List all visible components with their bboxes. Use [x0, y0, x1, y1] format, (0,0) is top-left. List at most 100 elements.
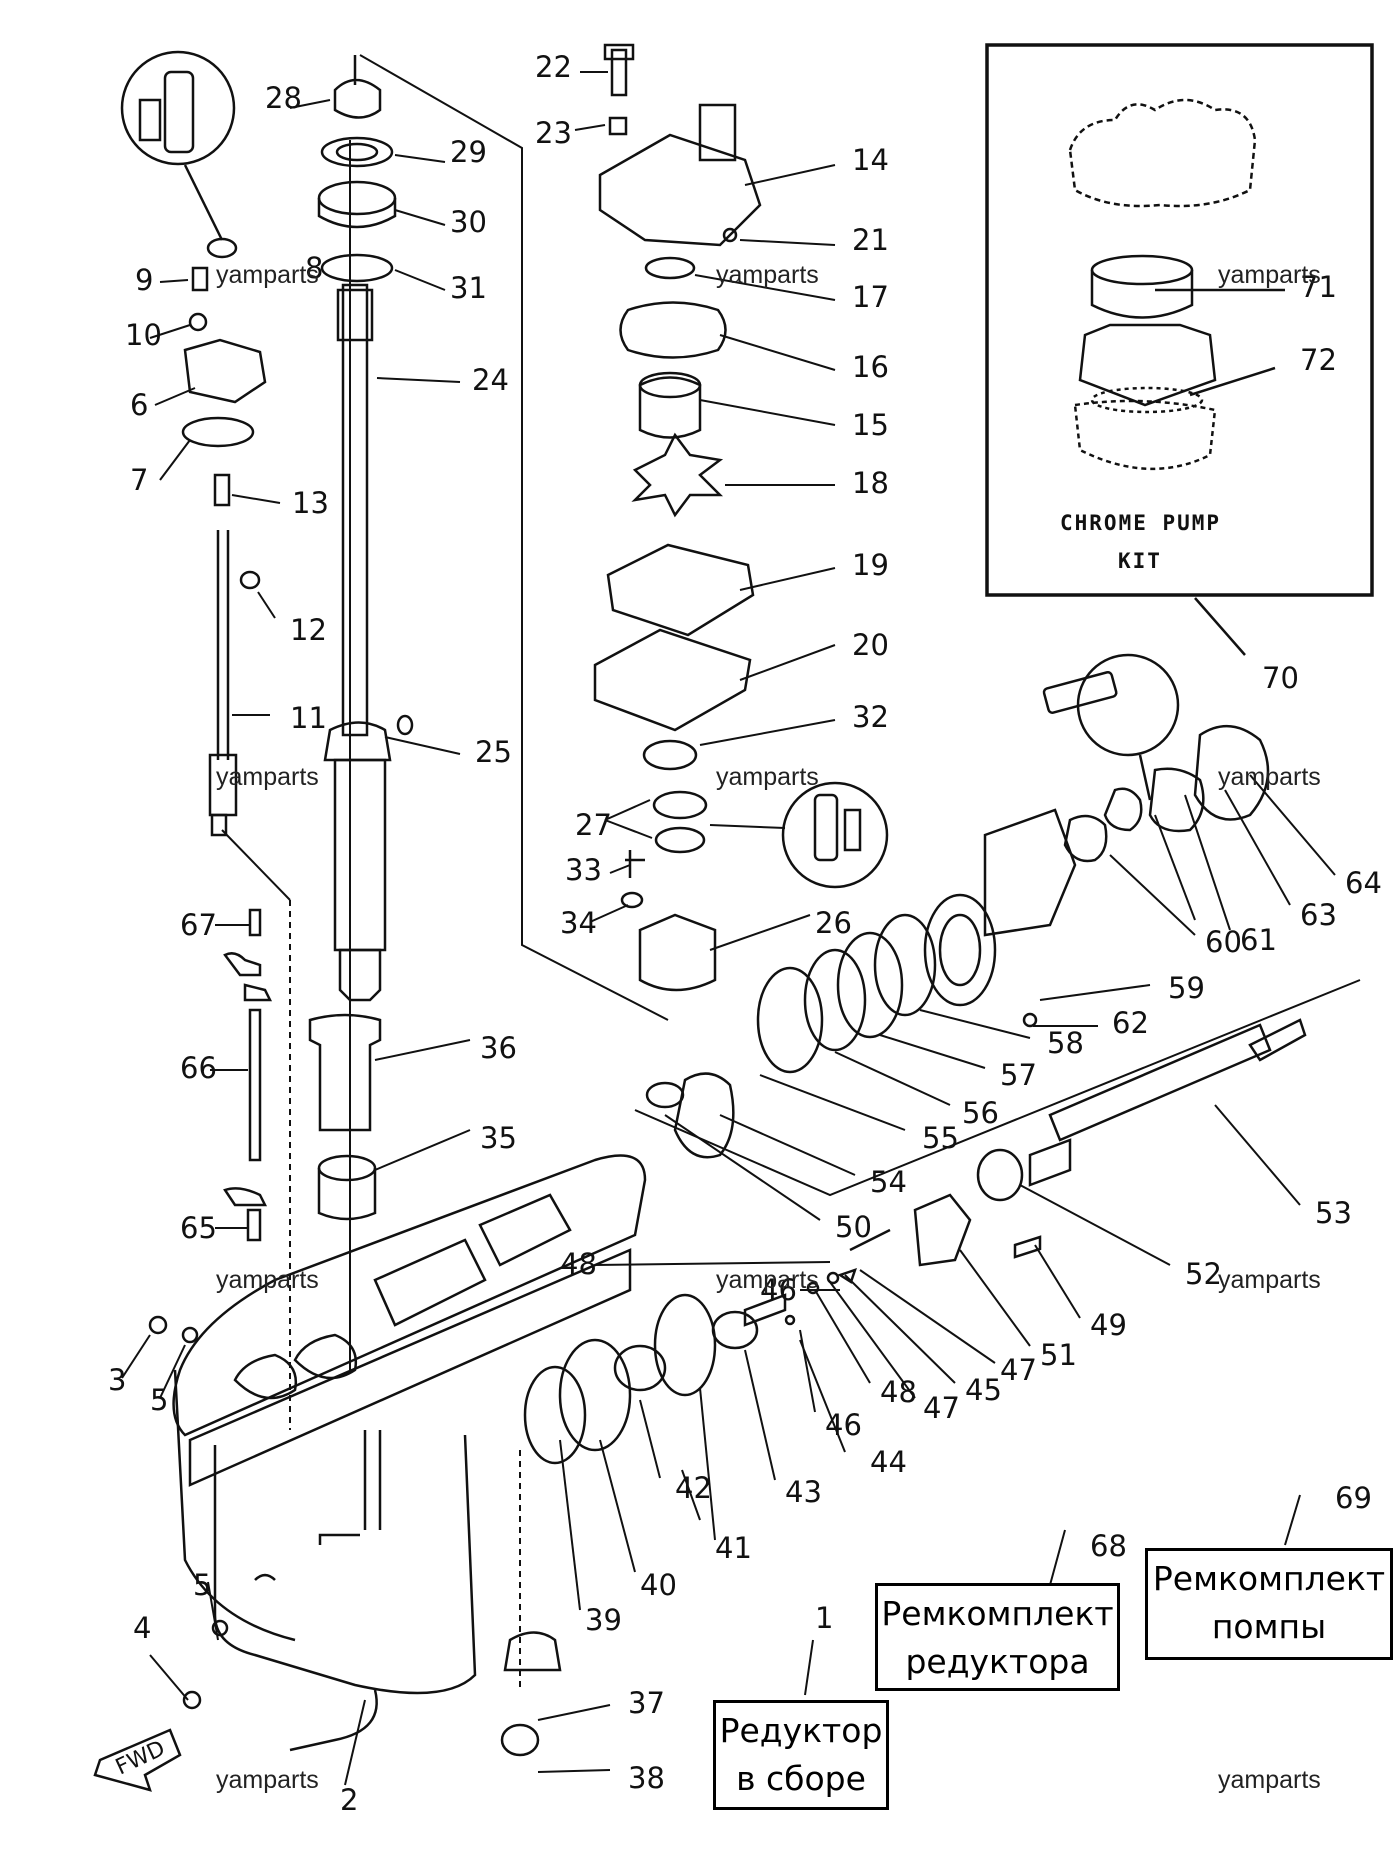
water-pump-stack [593, 43, 889, 992]
kit-label-line1: CHROME PUMP [1060, 511, 1221, 535]
part-number-35: 35 [480, 1121, 517, 1155]
part-number-71: 71 [1300, 270, 1337, 304]
part-number-47: 47 [923, 1391, 960, 1425]
part-number-42: 42 [675, 1471, 712, 1505]
part-number-70: 70 [1262, 661, 1299, 695]
repair-kit-gearbox-label: Ремкомплект редуктора [875, 1583, 1120, 1691]
part-number-8: 8 [305, 251, 323, 285]
kit-label-line2: KIT [1118, 549, 1162, 573]
watermark: yamparts [1218, 763, 1321, 791]
part-number-48: 48 [880, 1375, 917, 1409]
part-number-21: 21 [852, 223, 889, 257]
part-number-4: 4 [133, 1611, 151, 1645]
part-number-9: 9 [135, 263, 153, 297]
part-number-56: 56 [962, 1096, 999, 1130]
gearbox-assembly-label: Редуктор в сборе [713, 1700, 889, 1810]
part-number-37: 37 [628, 1686, 665, 1720]
part-number-52: 52 [1185, 1257, 1222, 1291]
repair-kit-gearbox-line2: редуктора [905, 1642, 1090, 1681]
part-number-1: 1 [815, 1601, 833, 1635]
part-number-5: 5 [150, 1383, 168, 1417]
part-number-14: 14 [852, 143, 889, 177]
part-number-46: 46 [825, 1408, 862, 1442]
leader-lines [121, 71, 1336, 1786]
part-number-65: 65 [180, 1211, 217, 1245]
watermark: yamparts [216, 1766, 319, 1794]
part-number-36: 36 [480, 1031, 517, 1065]
part-number-63: 63 [1300, 898, 1337, 932]
repair-kit-pump-line1: Ремкомплект [1152, 1559, 1386, 1598]
drive-shaft [308, 55, 414, 1221]
part-number-2: 2 [340, 1783, 358, 1817]
watermark: yamparts [216, 261, 319, 289]
part-number-6: 6 [130, 388, 148, 422]
part-number-26: 26 [815, 906, 852, 940]
part-number-43: 43 [785, 1475, 822, 1509]
watermark: yamparts [1218, 261, 1321, 289]
part-number-60: 60 [1205, 925, 1242, 959]
lower-unit-housing [93, 1154, 647, 1792]
gearbox-assembly-line2: в сборе [736, 1759, 866, 1798]
part-number-66: 66 [180, 1051, 217, 1085]
part-number-38: 38 [628, 1761, 665, 1795]
watermark: yamparts [216, 763, 319, 791]
part-number-24: 24 [472, 363, 509, 397]
part-number-5: 5 [193, 1568, 211, 1602]
part-number-27: 27 [575, 808, 612, 842]
watermark: yamparts [1218, 1266, 1321, 1294]
assembly-guide-lines [221, 54, 1361, 1690]
part-number-19: 19 [852, 548, 889, 582]
part-number-67: 67 [180, 908, 217, 942]
part-number-17: 17 [852, 280, 889, 314]
part-number-23: 23 [535, 116, 572, 150]
part-number-54: 54 [870, 1165, 907, 1199]
part-number-32: 32 [852, 700, 889, 734]
watermark: yamparts [716, 763, 819, 791]
part-number-53: 53 [1315, 1196, 1352, 1230]
part-number-57: 57 [1000, 1058, 1037, 1092]
watermark: yamparts [716, 261, 819, 289]
part-number-58: 58 [1047, 1026, 1084, 1060]
part-number-16: 16 [852, 350, 889, 384]
part-number-40: 40 [640, 1568, 677, 1602]
part-number-62: 62 [1112, 1006, 1149, 1040]
watermark: yamparts [716, 1266, 819, 1294]
part-number-50: 50 [835, 1210, 872, 1244]
watermark: yamparts [216, 1266, 319, 1294]
part-number-28: 28 [265, 81, 302, 115]
part-number-45: 45 [965, 1373, 1002, 1407]
part-number-51: 51 [1040, 1338, 1077, 1372]
part-number-41: 41 [715, 1531, 752, 1565]
part-number-10: 10 [125, 318, 162, 352]
part-number-55: 55 [922, 1121, 959, 1155]
part-number-20: 20 [852, 628, 889, 662]
part-number-13: 13 [292, 486, 329, 520]
part-number-12: 12 [290, 613, 327, 647]
part-number-48: 48 [560, 1247, 597, 1281]
part-number-3: 3 [108, 1363, 126, 1397]
part-number-39: 39 [585, 1603, 622, 1637]
part-number-69: 69 [1335, 1481, 1372, 1515]
part-number-30: 30 [450, 205, 487, 239]
part-number-18: 18 [852, 466, 889, 500]
part-number-11: 11 [290, 701, 327, 735]
part-number-59: 59 [1168, 971, 1205, 1005]
propeller-shaft-gears [500, 653, 1307, 1757]
repair-kit-pump-label: Ремкомплект помпы [1145, 1548, 1393, 1660]
watermark: yamparts [1218, 1766, 1321, 1794]
part-number-33: 33 [565, 853, 602, 887]
part-number-31: 31 [450, 271, 487, 305]
part-number-25: 25 [475, 735, 512, 769]
part-number-61: 61 [1240, 923, 1277, 957]
watermarks: yamparts yamparts yamparts yamparts yamp… [216, 261, 1321, 1794]
part-number-47: 47 [1000, 1353, 1037, 1387]
part-number-44: 44 [870, 1445, 907, 1479]
repair-kit-pump-line2: помпы [1211, 1607, 1327, 1646]
part-number-15: 15 [852, 408, 889, 442]
part-number-7: 7 [130, 463, 148, 497]
part-number-34: 34 [560, 906, 597, 940]
gearbox-assembly-line1: Редуктор [719, 1711, 883, 1750]
part-number-68: 68 [1090, 1529, 1127, 1563]
